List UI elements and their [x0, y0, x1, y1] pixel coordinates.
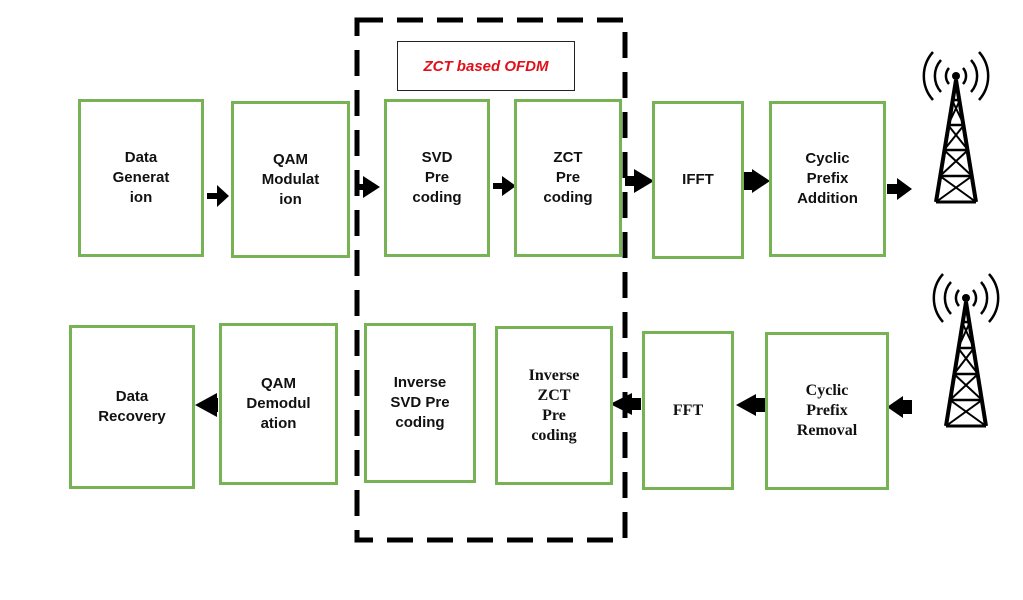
tx-antenna-tower-icon	[922, 51, 990, 204]
qam-demodulation-block: QAM Demodul ation	[219, 323, 338, 485]
block-label: SVD Pre coding	[412, 149, 462, 206]
arrow-ifft-to-cp	[744, 169, 770, 193]
svd-precoding-block: SVD Pre coding	[384, 99, 490, 257]
arrow-svd-to-zct	[493, 176, 516, 196]
arrow-fft-to-izct	[610, 393, 641, 415]
arrow-cp-removal-to-fft	[736, 394, 765, 416]
block-label: ZCT Pre coding	[543, 149, 593, 206]
cyclic-prefix-removal-block: Cyclic Prefix Removal	[765, 332, 889, 490]
ifft-block: IFFT	[652, 101, 744, 259]
rx-antenna-tower-icon	[932, 273, 1000, 428]
rx-arrows	[195, 393, 912, 418]
zct-ofdm-title-box: ZCT based OFDM	[397, 41, 575, 91]
arrow-zct-to-ifft	[625, 169, 654, 193]
block-label: Data Recovery	[98, 388, 166, 425]
block-label: Inverse SVD Pre coding	[390, 374, 450, 431]
zct-ofdm-group-border	[354, 17, 628, 543]
block-label: FFT	[672, 401, 704, 419]
block-label: Inverse ZCT Pre coding	[528, 366, 580, 444]
qam-modulation-block: QAM Modulat ion	[231, 101, 350, 258]
zct-ofdm-title: ZCT based OFDM	[423, 57, 549, 75]
cyclic-prefix-addition-block: Cyclic Prefix Addition	[769, 101, 886, 257]
block-label: QAM Demodul ation	[246, 375, 311, 432]
data-generation-block: Data Generat ion	[78, 99, 204, 257]
block-label: IFFT	[682, 171, 714, 188]
fft-block: FFT	[642, 331, 734, 490]
arrow-cp-to-antenna	[887, 178, 912, 200]
inverse-svd-precoding-block: Inverse SVD Pre coding	[364, 323, 476, 483]
arrow-qam-to-svd	[355, 176, 380, 198]
block-label: QAM Modulat ion	[261, 150, 320, 208]
data-recovery-block: Data Recovery	[69, 325, 195, 489]
block-label: Data Generat ion	[112, 149, 170, 206]
inverse-zct-precoding-block: Inverse ZCT Pre coding	[495, 326, 613, 485]
arrow-antenna-to-cp-removal	[887, 396, 912, 418]
tx-arrows	[207, 169, 912, 207]
arrow-qam-demod-to-recovery	[195, 393, 218, 417]
block-label: Cyclic Prefix Addition	[797, 150, 858, 207]
arrow-data-to-qam	[207, 185, 229, 207]
zct-precoding-block: ZCT Pre coding	[514, 99, 622, 257]
block-label: Cyclic Prefix Removal	[796, 382, 858, 439]
